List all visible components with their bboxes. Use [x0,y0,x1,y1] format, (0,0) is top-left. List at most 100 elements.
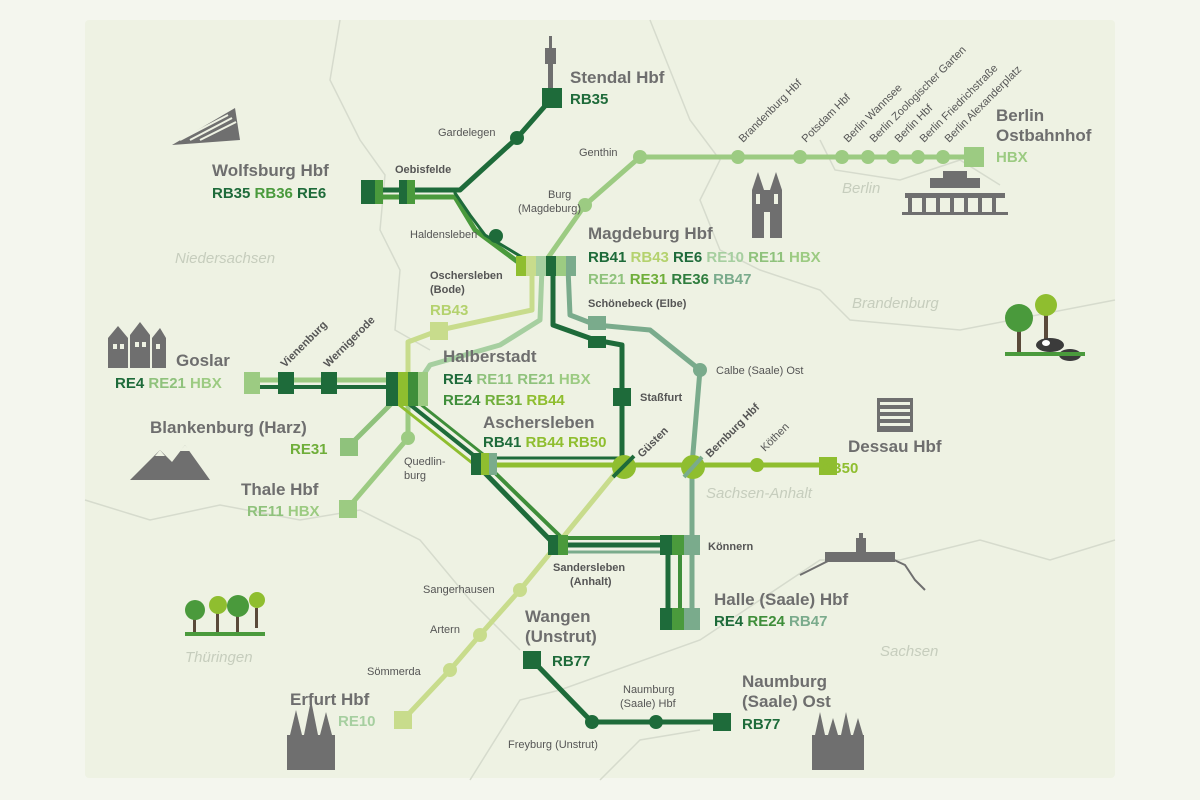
station-freyburg: Freyburg (Unstrut) [508,739,598,751]
line-re4-halle [479,467,671,621]
hub-stendal-lines: RB35 [570,91,608,108]
station-sq-wangen [523,651,541,669]
line-code-re10: RE10 [338,713,376,730]
station-dot-genthin [633,150,647,164]
line-code-rb50: RB50 [564,434,607,451]
hub-naumburg-ost-1: Naumburg [742,672,827,691]
line-code-rb47: RB47 [785,613,828,630]
dessau-building-icon [877,398,913,432]
station-sq-erfurt [394,711,412,729]
station-dot-brandenburg [731,150,745,164]
station-sq-stendal [542,88,562,108]
line-code-rb41: RB41 [588,249,626,266]
region-brandenburg: Brandenburg [852,295,939,312]
station-sq-schoenebeck [588,316,606,330]
line-code-re6: RE6 [669,249,702,266]
hub-oschersleben-lines: RB43 [430,302,468,319]
hub-naumburg-ost-lines: RB77 [742,716,780,733]
station-sq-wernigerode [321,372,337,394]
hub-blankenburg-lines: RE31 [290,441,328,458]
line-code-hbx: HBX [785,249,821,266]
station-naumburg-hbf-1: Naumburg [623,684,674,696]
line-code-rb77: RB77 [552,653,590,670]
line-code-rb47: RB47 [709,271,752,288]
line-code-re4: RE4 [443,371,473,388]
station-gardelegen: Gardelegen [438,127,496,139]
line-code-re31: RE31 [290,441,328,458]
line-code-re10: RE10 [702,249,744,266]
station-dot-soemmerda [443,663,457,677]
hub-blankenburg: Blankenburg (Harz) [150,418,307,437]
hub-oschersleben-2: (Bode) [430,284,465,296]
station-sq-magdeburg [516,256,576,276]
line-code-rb50: RB50 [820,460,858,477]
line-code-hbx: HBX [996,149,1028,166]
hub-oschersleben-1: Oschersleben [430,270,503,282]
station-dot-potsdam [793,150,807,164]
line-code-hbx: HBX [555,371,591,388]
line-rb36 [367,194,525,268]
station-dot-calbe [693,363,707,377]
line-blankenburg [347,397,398,448]
station-sq-sandersleben [548,535,558,555]
hub-erfurt-lines: RE10 [338,713,376,730]
station-dot-koethen [750,458,764,472]
station-schoenebeck: Schönebeck (Elbe) [588,298,687,310]
line-code-rb35: RB35 [212,185,250,202]
line-code-rb43: RB43 [626,249,669,266]
hub-halberstadt-lines-2: RE24 RE31 RB44 [443,392,565,409]
station-dot-sangerhausen [513,583,527,597]
vw-factory-icon [172,108,240,145]
line-rb35 [367,95,555,193]
hub-berlin-ost-1: Berlin [996,106,1044,125]
hub-wolfsburg: Wolfsburg Hbf [212,161,329,180]
region-sachsen-anhalt: Sachsen-Anhalt [706,485,813,502]
station-sq-berlin-ost [964,147,984,167]
line-rb77 [529,657,725,725]
station-sq-naumburg-ost [713,713,731,731]
station-dot-haldensleben [489,229,503,243]
station-stassfurt: Staßfurt [640,392,683,404]
station-sq-koennern [660,535,700,555]
station-sq-wolfsburg [361,180,375,204]
line-code-re4: RE4 [714,613,744,630]
station-sandersleben-1: Sandersleben [553,562,625,574]
line-code-rb44: RB44 [522,392,565,409]
station-dot-zoo [861,150,875,164]
line-code-re11: RE11 [744,249,785,266]
station-burg-2: (Magdeburg) [518,203,581,215]
line-code-re21: RE21 [513,371,555,388]
station-sq-stassfurt [613,388,631,406]
line-code-rb43: RB43 [430,302,468,319]
map-panel [85,20,1115,778]
station-sq-halberstadt [386,372,428,406]
region-sachsen: Sachsen [880,643,938,660]
line-re6 [453,191,532,264]
station-quedlinburg-1: Quedlin- [404,456,446,468]
hub-dessau: Dessau Hbf [848,437,942,456]
station-sq-aschersleben [471,453,497,475]
hub-wolfsburg-lines: RB35 RB36 RE6 [212,185,326,202]
hub-erfurt: Erfurt Hbf [290,690,370,709]
region-thueringen: Thüringen [185,649,253,666]
brandenburger-tor-icon [902,171,1008,215]
station-markers [244,88,984,731]
magdeburg-cathedral-icon [752,172,782,238]
station-burg-1: Burg [548,189,571,201]
station-sq-dessau [819,457,837,475]
station-sq-vienenburg [278,372,294,394]
hub-halle-lines: RE4 RE24 RB47 [714,613,827,630]
cows-icon [1005,294,1085,361]
hub-halle: Halle (Saale) Hbf [714,590,848,609]
watchtower-icon [545,36,556,88]
region-berlin: Berlin [842,180,880,197]
hub-dessau-lines: RB50 [820,460,858,477]
station-dot-artern [473,628,487,642]
station-sq-oschersleben [430,322,448,340]
line-code-rb41: RB41 [483,434,521,451]
line-code-re21: RE21 [144,375,186,392]
line-code-re24: RE24 [743,613,785,630]
hub-wangen-lines: RB77 [552,653,590,670]
line-code-rb35: RB35 [570,91,608,108]
